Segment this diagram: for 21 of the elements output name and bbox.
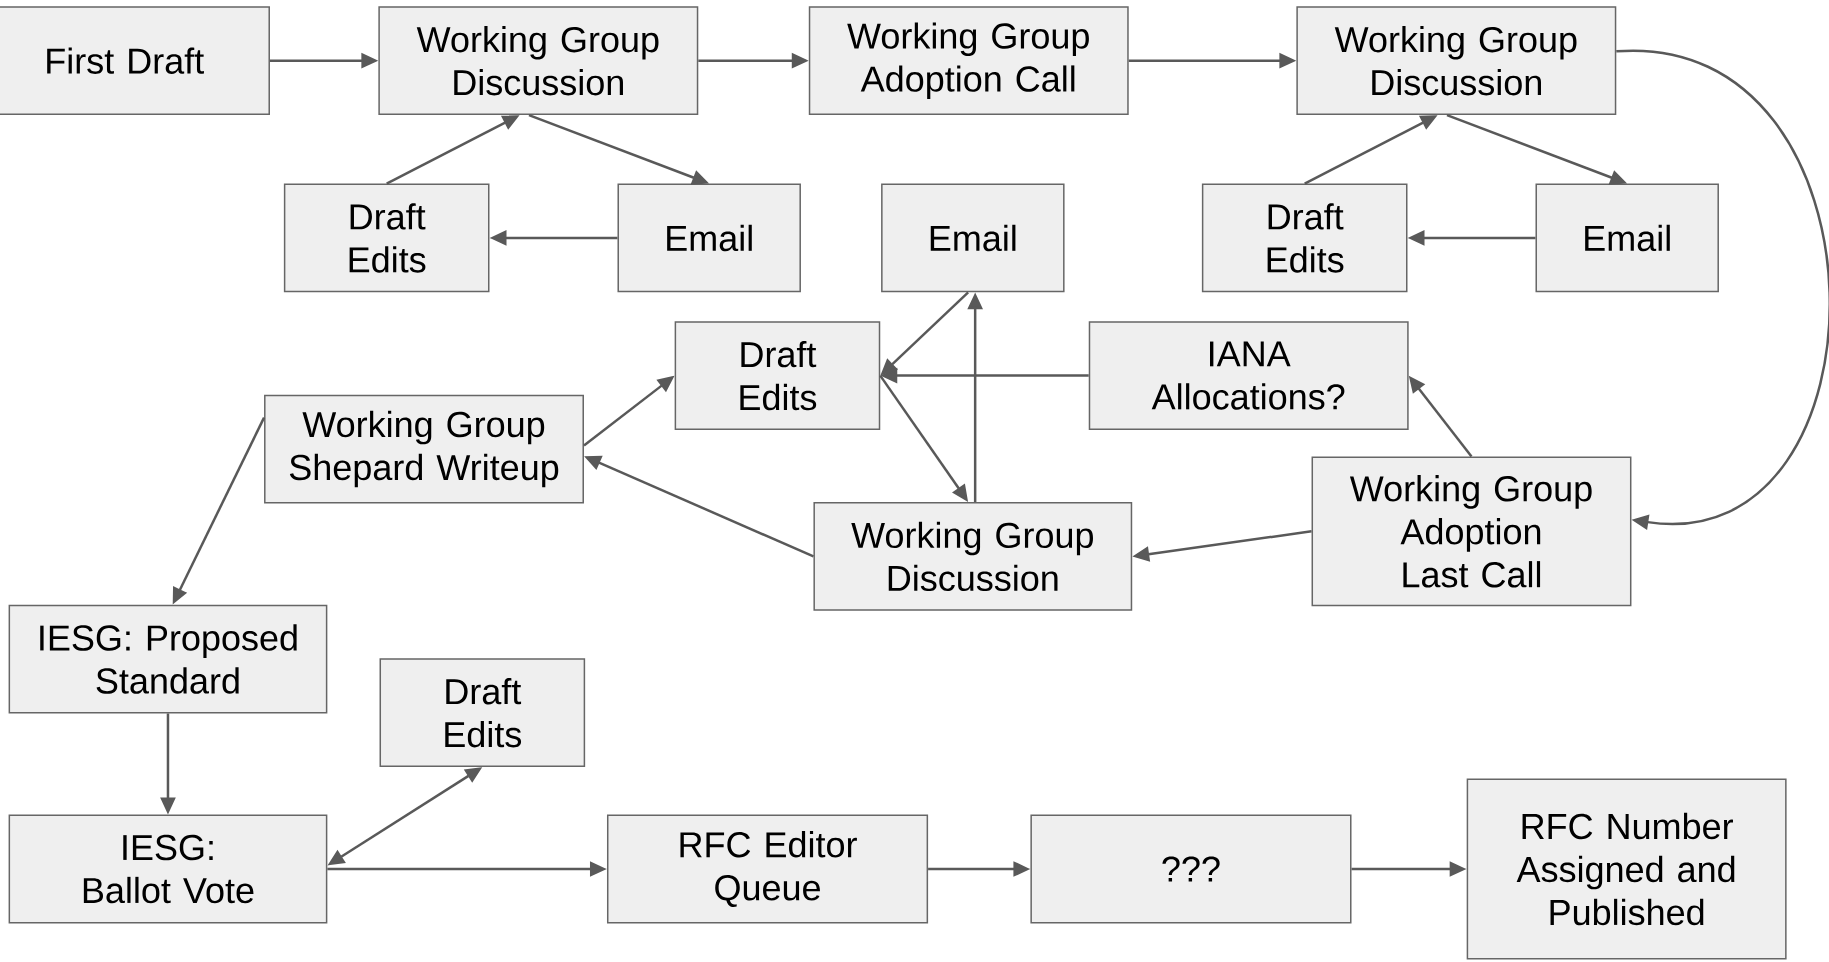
process-box: Working Group Shepard Writeup (264, 394, 584, 504)
process-box: IESG: Ballot Vote (8, 814, 328, 924)
process-box: Draft Edits (283, 183, 490, 293)
process-box: First Draft (0, 6, 270, 116)
arrow (1616, 50, 1829, 530)
process-box: RFC Number Assigned and Published (1466, 778, 1787, 960)
process-box: ??? (1030, 814, 1352, 924)
process-box: Working Group Adoption Call (808, 6, 1129, 116)
process-box: Draft Edits (1201, 183, 1408, 293)
process-box: IANA Allocations? (1088, 321, 1409, 430)
process-box: Working Group Adoption Last Call (1311, 456, 1632, 607)
process-box: Email (617, 183, 801, 293)
process-box: Email (1535, 183, 1719, 293)
process-box: Draft Edits (674, 321, 881, 430)
process-box: RFC Editor Queue (607, 814, 929, 924)
process-box: IESG: Proposed Standard (8, 604, 328, 714)
process-box: Draft Edits (379, 658, 586, 768)
process-box: Working Group Discussion (1296, 6, 1617, 116)
process-box: Working Group Discussion (378, 6, 699, 116)
process-box: Email (881, 183, 1065, 293)
process-box: Working Group Discussion (813, 502, 1133, 611)
